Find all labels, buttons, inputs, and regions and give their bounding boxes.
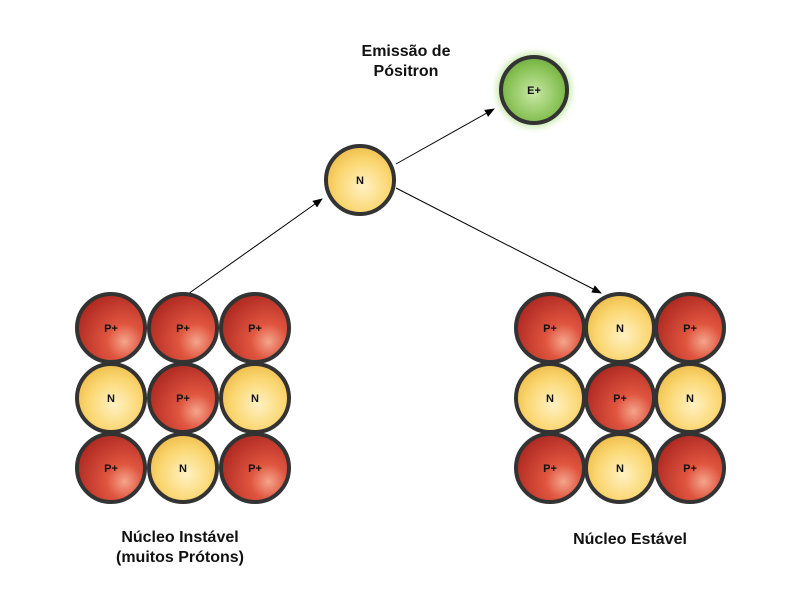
unstable-neutron-particle: N bbox=[219, 362, 291, 434]
unstable-nucleus: P+ P+ P+ N P+ N P+ N P+ bbox=[75, 292, 291, 504]
unstable-proton-label: P+ bbox=[248, 323, 262, 335]
unstable-neutron-particle: N bbox=[75, 362, 147, 434]
unstable-neutron-label: N bbox=[179, 463, 187, 475]
unstable-proton-particle: P+ bbox=[219, 292, 291, 364]
stable-neutron-label: N bbox=[616, 463, 624, 475]
unstable-proton-label: P+ bbox=[176, 393, 190, 405]
arrows bbox=[187, 108, 602, 295]
positron-label: E+ bbox=[527, 85, 541, 97]
unstable-proton-label: P+ bbox=[176, 323, 190, 335]
unstable-proton-particle: P+ bbox=[75, 292, 147, 364]
unstable-neutron-label: N bbox=[251, 393, 259, 405]
unstable-proton-label: P+ bbox=[248, 463, 262, 475]
unstable-proton-particle: P+ bbox=[219, 432, 291, 504]
stable-proton-label: P+ bbox=[683, 463, 697, 475]
emitted-neutron-label: N bbox=[356, 175, 364, 187]
stable-neutron-particle: N bbox=[654, 362, 726, 434]
arrow-to-positron bbox=[395, 108, 495, 165]
stable-neutron-label: N bbox=[546, 393, 554, 405]
stable-neutron-particle: N bbox=[514, 362, 586, 434]
emitted-neutron: N bbox=[324, 144, 396, 216]
positron-emission-caption: Emissão de Pósitron bbox=[340, 42, 472, 82]
stable-neutron-particle: N bbox=[584, 292, 656, 364]
unstable-proton-label: P+ bbox=[104, 323, 118, 335]
stable-proton-particle: P+ bbox=[654, 432, 726, 504]
stable-proton-label: P+ bbox=[543, 323, 557, 335]
stable-neutron-label: N bbox=[616, 323, 624, 335]
unstable-proton-particle: P+ bbox=[147, 362, 219, 434]
unstable-neutron-particle: N bbox=[147, 432, 219, 504]
unstable-nucleus-caption: Núcleo Instável (muitos Prótons) bbox=[82, 528, 278, 568]
stable-neutron-particle: N bbox=[584, 432, 656, 504]
stable-proton-label: P+ bbox=[613, 393, 627, 405]
stable-neutron-label: N bbox=[686, 393, 694, 405]
stable-caption-line1: Núcleo Estável bbox=[573, 531, 687, 548]
unstable-neutron-label: N bbox=[107, 393, 115, 405]
arrow-to-stable-nucleus bbox=[395, 187, 602, 294]
unstable-proton-particle: P+ bbox=[75, 432, 147, 504]
unstable-caption-line1: Núcleo Instável bbox=[121, 529, 239, 546]
stable-proton-particle: P+ bbox=[654, 292, 726, 364]
stable-nucleus: P+ N P+ N P+ N P+ N P+ bbox=[514, 292, 726, 504]
stable-proton-particle: P+ bbox=[514, 292, 586, 364]
unstable-proton-particle: P+ bbox=[147, 292, 219, 364]
emission-caption-line2: Pósitron bbox=[373, 63, 439, 80]
unstable-caption-line2: (muitos Prótons) bbox=[116, 549, 244, 566]
unstable-proton-label: P+ bbox=[104, 463, 118, 475]
stable-proton-particle: P+ bbox=[584, 362, 656, 434]
stable-nucleus-caption: Núcleo Estável bbox=[540, 530, 720, 550]
stable-proton-particle: P+ bbox=[514, 432, 586, 504]
arrow-to-neutron bbox=[187, 198, 323, 295]
emission-caption-line1: Emissão de bbox=[361, 43, 451, 60]
positron-particle: E+ bbox=[496, 52, 572, 128]
stable-proton-label: P+ bbox=[543, 463, 557, 475]
stable-proton-label: P+ bbox=[683, 323, 697, 335]
